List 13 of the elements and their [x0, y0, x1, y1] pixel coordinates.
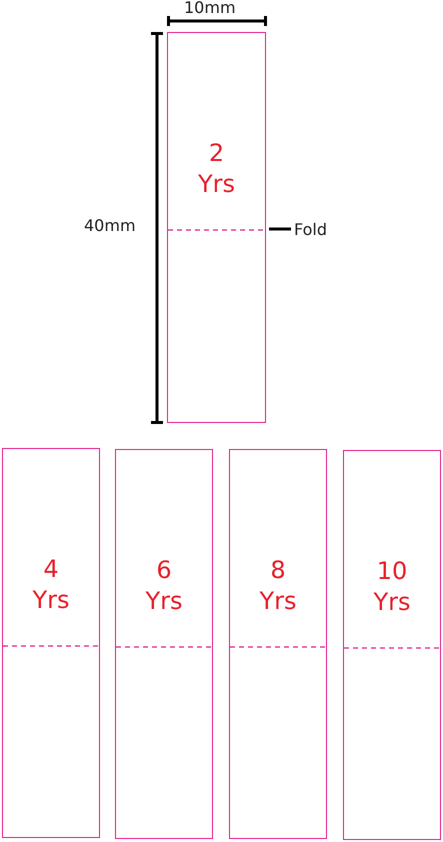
dimension-label: 40mm: [84, 216, 136, 235]
size-label-tag: [343, 450, 441, 840]
size-text: 6 Yrs: [145, 555, 183, 617]
size-text: 8 Yrs: [259, 555, 297, 617]
size-text: 10 Yrs: [373, 556, 411, 618]
size-text: 2 Yrs: [198, 138, 236, 200]
size-label-tag: [2, 448, 100, 838]
size-label-tag: [229, 449, 327, 839]
size-label-tag: [167, 32, 266, 423]
fold-label: Fold: [294, 220, 328, 239]
size-label-tag: [115, 449, 213, 839]
dimension-label: 10mm: [184, 0, 236, 17]
size-text: 4 Yrs: [32, 554, 70, 616]
